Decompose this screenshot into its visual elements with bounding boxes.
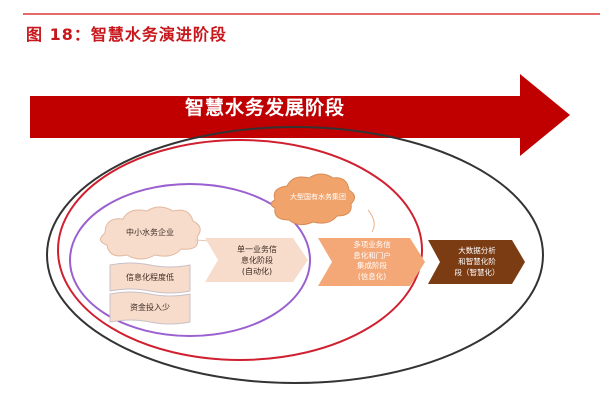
cloud-small-enterprise-label: 中小水务企业 xyxy=(126,228,174,237)
stage-2-line-2: 息化和门户 xyxy=(353,250,391,260)
middle-ellipse xyxy=(57,139,423,361)
stage-1-chevron xyxy=(205,238,308,282)
arrow-label: 智慧水务发展阶段 xyxy=(184,97,345,119)
outer-ellipse xyxy=(46,126,544,384)
stage-2-label: 多项业务信 息化和门户 集成阶段 (信息化) xyxy=(332,240,412,282)
stage-1-line-1: 单一业务信 xyxy=(237,245,277,254)
stage-2-chevron xyxy=(318,238,425,286)
stage-2-line-1: 多项业务信 xyxy=(353,240,391,249)
cloud-small-enterprise xyxy=(100,206,201,260)
note-low-investment xyxy=(109,291,191,325)
stage-3-chevron xyxy=(428,240,525,284)
header-rule xyxy=(23,13,600,15)
note-low-informatization xyxy=(109,262,191,294)
cloud-large-group xyxy=(270,173,355,226)
stage-1-line-2: 息化阶段 xyxy=(241,256,273,265)
stage-1-line-3: (自动化) xyxy=(241,267,273,276)
figure-title: 图 18：智慧水务演进阶段 xyxy=(26,25,227,44)
stage-3-label: 大数据分析 和智慧化阶 段（智慧化） xyxy=(440,245,514,278)
stage-2-line-4: (信息化) xyxy=(357,271,387,281)
stage-3-line-3: 段（智慧化） xyxy=(454,268,500,277)
stage-3-line-2: 和智慧化阶 xyxy=(458,257,496,266)
note-low-investment-label: 资金投入少 xyxy=(130,303,170,312)
development-arrow xyxy=(30,74,570,156)
stage-2-line-3: 集成阶段 xyxy=(357,261,387,270)
note-low-informatization-label: 信息化程度低 xyxy=(126,273,174,282)
inner-ellipse xyxy=(69,183,311,337)
stage-3-line-1: 大数据分析 xyxy=(458,246,496,255)
stage-1-label: 单一业务信 息化阶段 (自动化) xyxy=(218,244,296,277)
cloud-large-group-label: 大型国有水务集团 xyxy=(290,193,346,201)
